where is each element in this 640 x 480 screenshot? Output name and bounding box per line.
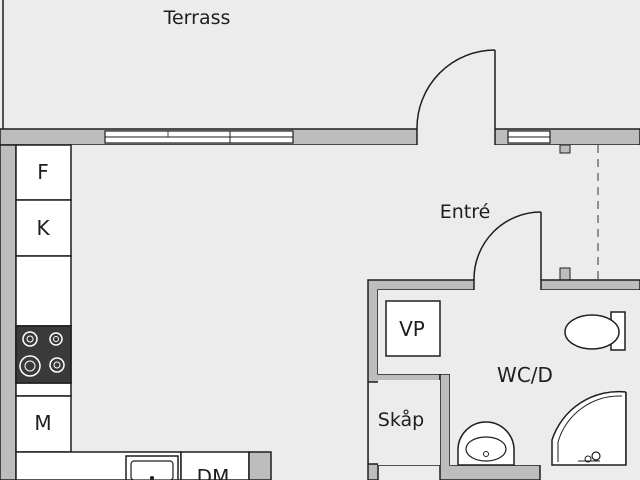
kitchen-sink bbox=[125, 455, 179, 480]
entrance-label: Entré bbox=[440, 201, 491, 223]
closet-space bbox=[369, 382, 439, 464]
stove bbox=[15, 325, 72, 384]
door-opening-top bbox=[417, 128, 495, 146]
bathroom-wall-right bbox=[540, 279, 640, 291]
column bbox=[559, 144, 571, 154]
closet-label: Skåp bbox=[378, 408, 424, 431]
left-wall bbox=[0, 144, 17, 480]
column-lower bbox=[559, 267, 571, 281]
toilet bbox=[564, 311, 626, 351]
terrace-label: Terrass bbox=[163, 7, 231, 29]
washbasin bbox=[457, 421, 515, 466]
bathroom-door-swing bbox=[473, 211, 542, 281]
water-heater bbox=[385, 300, 441, 357]
terrace-area bbox=[0, 0, 640, 129]
freezer-label: K bbox=[36, 216, 50, 240]
water-heater-label: VP bbox=[399, 317, 425, 341]
wc-label: WC/D bbox=[497, 363, 553, 387]
shower-wall bbox=[626, 290, 640, 465]
dishwasher-label: DM bbox=[197, 465, 230, 480]
kitchen-column bbox=[15, 144, 72, 453]
shower bbox=[551, 390, 627, 466]
microwave-label: M bbox=[34, 411, 51, 435]
entrance-door-swing bbox=[416, 49, 496, 130]
fridge-label: F bbox=[37, 160, 49, 184]
